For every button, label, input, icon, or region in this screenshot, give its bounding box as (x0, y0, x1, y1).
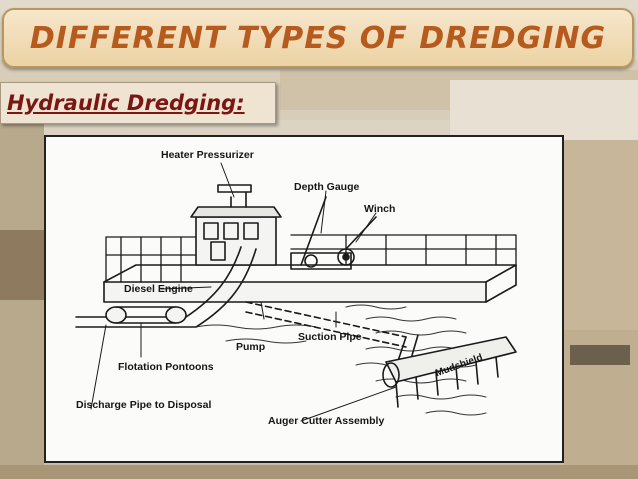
label-heater-pressurizer: Heater Pressurizer (161, 149, 254, 161)
auger-cutter (382, 336, 517, 408)
deck-railings (105, 234, 517, 283)
discharge-pipe (75, 246, 257, 328)
label-diesel-engine: Diesel Engine (124, 283, 193, 295)
cabin (190, 184, 282, 266)
label-winch: Winch (364, 203, 396, 215)
label-pump: Pump (236, 341, 266, 353)
slide-subtitle: Hydraulic Dredging: (7, 91, 245, 115)
winch-machinery (290, 216, 377, 270)
subtitle-box: Hydraulic Dredging: (0, 82, 276, 124)
label-auger-cutter: Auger Cutter Assembly (268, 415, 385, 427)
title-banner: DIFFERENT TYPES OF DREDGING (2, 8, 634, 68)
flotation-pontoons (105, 306, 187, 324)
label-suction-pipe: Suction Pipe (298, 331, 362, 343)
label-flotation-pontoons: Flotation Pontoons (118, 361, 214, 373)
label-depth-gauge: Depth Gauge (294, 181, 360, 193)
label-discharge-pipe: Discharge Pipe to Disposal (76, 399, 212, 411)
dredge-drawing (75, 162, 517, 422)
depth-gauge-pole (300, 196, 327, 266)
leader-lines (90, 162, 397, 422)
slide-title: DIFFERENT TYPES OF DREDGING (29, 20, 607, 56)
hydraulic-dredge-diagram: Heater Pressurizer Depth Gauge Winch Die… (44, 135, 564, 463)
